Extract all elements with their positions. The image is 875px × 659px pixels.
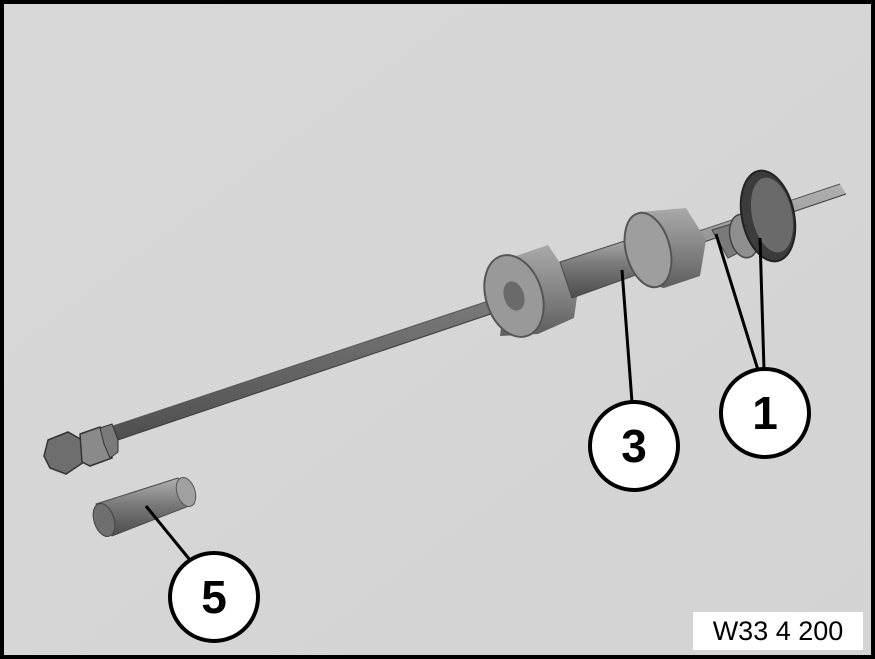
leader-lines [144, 233, 766, 561]
figure-code: W33 4 200 [693, 612, 863, 650]
slide-weight [483, 245, 578, 338]
hex-nut-end [43, 423, 119, 475]
leader-line-5 [144, 505, 192, 561]
leader-line-3 [620, 269, 634, 403]
leader-line-1a [714, 233, 760, 371]
puller-sleeve [559, 208, 706, 299]
callout-1: 1 [719, 367, 811, 459]
callout-3: 3 [588, 400, 680, 492]
callout-5: 5 [168, 551, 260, 643]
leader-line-1b [758, 237, 766, 371]
bearing-disc-assembly [711, 169, 797, 263]
